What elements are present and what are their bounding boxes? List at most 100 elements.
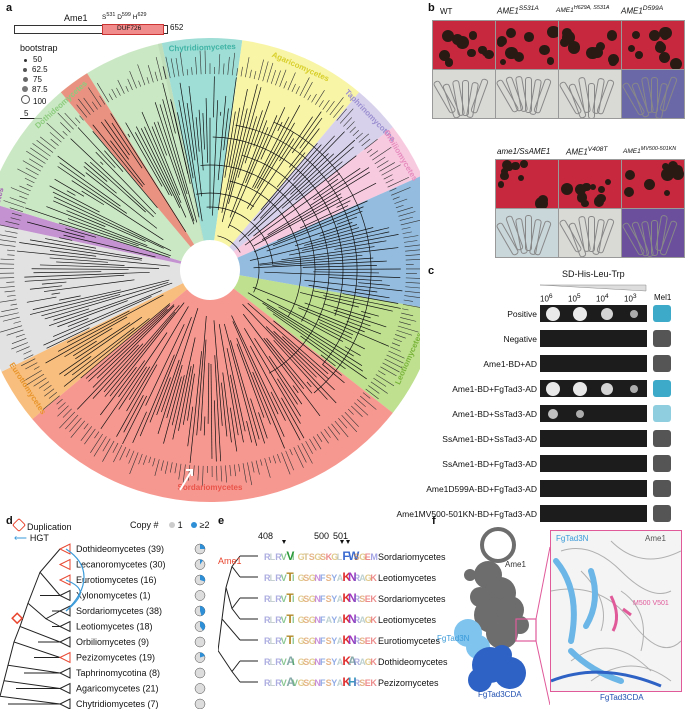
tip-label — [199, 50, 202, 75]
e-residue: F — [320, 636, 326, 646]
tree-branch — [85, 304, 170, 379]
mel1-spot — [653, 430, 671, 447]
tree-branch — [261, 193, 342, 241]
clade-sector-sordariomycetes — [32, 288, 393, 502]
tree-branch — [224, 111, 236, 178]
tip-label — [148, 456, 152, 464]
tip-label — [229, 464, 232, 477]
tree-branch — [178, 366, 192, 431]
plate-wt — [432, 20, 496, 70]
tree-branch — [51, 292, 61, 295]
site-s-letter: S — [102, 14, 107, 22]
perithecium-dot — [537, 195, 548, 206]
tip-label — [24, 177, 35, 184]
e-residue: S — [326, 573, 332, 583]
e-residue: V — [281, 657, 287, 667]
e-residue: N — [314, 678, 321, 688]
tip-label — [0, 277, 15, 279]
tree-branch — [104, 311, 176, 397]
tree-branch — [290, 153, 335, 195]
tree-branch — [333, 309, 387, 328]
y2h-row-label: Positive — [507, 309, 537, 319]
tip-label — [346, 121, 355, 130]
y2h-spot-row — [540, 305, 647, 322]
tree-branch — [262, 302, 363, 366]
tip-label — [65, 414, 79, 430]
tip-label — [96, 82, 110, 103]
d-copy-pie — [194, 590, 206, 601]
e-residue: H — [348, 675, 357, 689]
tip-label — [19, 185, 31, 192]
tree-branch — [302, 182, 377, 222]
e-class-label: Dothideomycetes — [378, 657, 448, 667]
e-residue: G — [309, 657, 316, 667]
bootstrap-62: 62.5 — [20, 65, 80, 75]
tree-branch — [198, 109, 204, 171]
e-residue: I — [292, 636, 295, 646]
spores-d599a — [621, 69, 685, 119]
d-collapsed-clade — [58, 589, 71, 602]
tip-label — [297, 445, 307, 463]
tip-label — [26, 150, 46, 164]
tip-label — [70, 420, 86, 438]
perithecium-dot — [593, 196, 605, 208]
tree-branch — [64, 327, 113, 358]
site-h-num: 629 — [137, 12, 147, 18]
tip-label — [112, 442, 119, 453]
perithecium-dot — [597, 185, 605, 193]
tree-branch — [279, 138, 295, 162]
tree-branch — [161, 359, 180, 413]
tip-label — [262, 61, 269, 82]
b-label-s531a-sup: S531A — [518, 5, 539, 12]
e-residue: T — [286, 570, 294, 584]
tree-branch — [200, 339, 207, 431]
tip-label — [351, 405, 363, 417]
tree-branch — [33, 271, 102, 274]
e-residue: R — [354, 657, 361, 667]
tip-label — [295, 86, 300, 94]
e-residue: A — [359, 573, 366, 583]
e-residue: R — [354, 615, 361, 625]
bootstrap-62-label: 62.5 — [32, 65, 48, 74]
tip-label — [111, 88, 117, 98]
e-residue: R — [275, 573, 282, 583]
tip-label — [380, 366, 397, 377]
tree-branch — [313, 271, 379, 274]
tree-branch — [230, 340, 260, 440]
e-residue: Y — [331, 657, 337, 667]
bootstrap-87: 87.5 — [20, 85, 80, 95]
d-collapsed-clade — [58, 605, 71, 617]
tree-branch — [92, 305, 175, 388]
zoom-m500: M500 — [633, 600, 651, 607]
zoom-ame1-label: Ame1 — [645, 534, 666, 543]
tip-label — [42, 395, 60, 410]
e-residue: F — [320, 573, 326, 583]
b-label-d599a: AME1D599A — [621, 5, 663, 16]
e-residue: Y — [331, 636, 337, 646]
e-residue: G — [365, 657, 372, 667]
tip-label — [393, 338, 402, 343]
yeast-spot — [573, 381, 587, 396]
tree-branch — [43, 296, 152, 346]
copy-legend: Copy # 1 ≥2 — [130, 520, 210, 530]
e-residue: M — [370, 552, 378, 562]
tree-branch — [59, 295, 81, 301]
e-residue: S — [326, 657, 332, 667]
yeast-spot — [546, 306, 560, 321]
tree-branch — [258, 412, 268, 439]
e-residue: G — [365, 615, 372, 625]
e-residue: G — [298, 657, 305, 667]
tip-label — [277, 453, 281, 463]
yeast-spot — [630, 309, 638, 318]
y2h-spot-row — [540, 355, 647, 372]
tip-label — [0, 239, 17, 243]
perithecium-dot — [444, 58, 454, 67]
dil-2-exp: 5 — [576, 293, 581, 300]
tree-branches — [16, 76, 403, 463]
e-residue: R — [275, 636, 282, 646]
tip-label — [309, 438, 317, 451]
tree-branch — [207, 362, 210, 424]
tree-branch — [54, 178, 85, 197]
tree-branch — [57, 155, 86, 177]
y2h-row-label: Ame1-BD+SsTad3-AD — [452, 409, 537, 419]
